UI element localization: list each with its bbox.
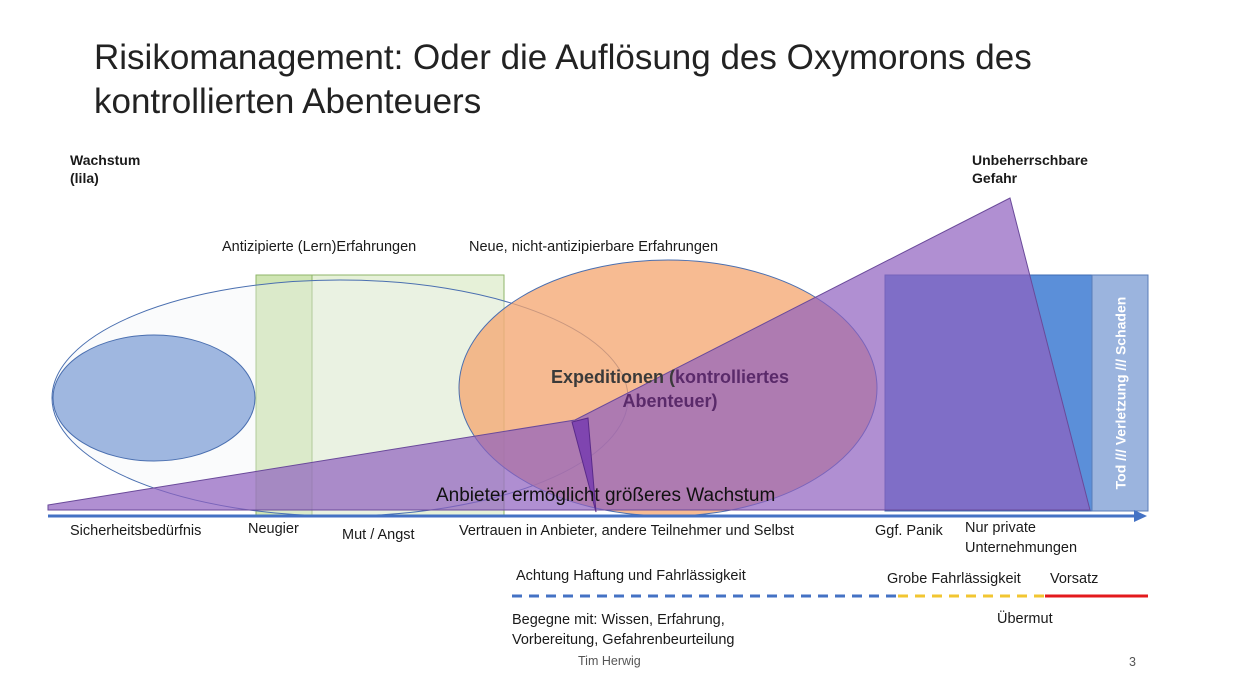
label-vorsatz: Vorsatz — [1050, 571, 1099, 587]
axis-label-panik: Ggf. Panik — [875, 523, 943, 539]
purple-spike — [571, 417, 597, 513]
axis-arrowhead — [1134, 510, 1147, 522]
axis-label-neugier: Neugier — [248, 521, 299, 537]
center-label-part-1: Expeditionen ( — [550, 367, 675, 387]
vertical-label: Tod /// Verletzung /// Schaden — [1112, 296, 1129, 490]
axis-label-private: Nur private Unternehmungen — [965, 518, 1077, 558]
axis-label-vertrauen: Vertrauen in Anbieter, andere Teilnehmer… — [459, 523, 795, 539]
center-label: Expeditionen (kontrolliertes Abenteuer) — [520, 365, 820, 413]
vertical-label-box: Tod /// Verletzung /// Schaden — [1092, 275, 1148, 511]
growth-label: Anbieter ermöglicht größeres Wachstum — [436, 485, 776, 506]
center-label-part-2: kontrolliertes — [674, 367, 790, 387]
label-gefahr: Unbeherrschbare Gefahr — [972, 151, 1088, 187]
purple-growth-wedge — [47, 197, 1091, 511]
header-neue: Neue, nicht-antizipierbare Erfahrungen — [469, 239, 719, 255]
label-uebermut: Übermut — [997, 611, 1053, 627]
label-begegne-line-1: Begegne mit: Wissen, Erfahrung, — [512, 612, 725, 628]
center-label-line-1: Expeditionen (kontrolliertes — [520, 365, 820, 389]
title-line-1: Risikomanagement: Oder die Auflösung des… — [94, 38, 1032, 77]
footer-author: Tim Herwig — [578, 654, 641, 668]
axis-label-sicherheit: Sicherheitsbedürfnis — [70, 523, 202, 539]
axis-label-mut: Mut / Angst — [342, 527, 415, 543]
axis-label-private-line-2: Unternehmungen — [965, 540, 1078, 556]
label-wachstum-line-1: Wachstum — [70, 152, 141, 168]
label-wachstum-line-2: (lila) — [70, 170, 99, 186]
blue-ellipse — [52, 334, 256, 462]
axis-label-private-line-1: Nur private — [965, 520, 1036, 536]
slide-title: Risikomanagement: Oder die Auflösung des… — [94, 36, 1144, 124]
label-grobe: Grobe Fahrlässigkeit — [887, 571, 1021, 587]
page-number: 3 — [1129, 655, 1136, 669]
label-gefahr-line-2: Gefahr — [972, 170, 1018, 186]
label-gefahr-line-1: Unbeherrschbare — [972, 152, 1088, 168]
damage-rect — [1091, 274, 1149, 512]
title-line-2: kontrollierten Abenteuers — [94, 82, 482, 121]
center-label-line-2: Abenteuer) — [622, 391, 718, 411]
header-antizipiert: Antizipierte (Lern)Erfahrungen — [222, 239, 417, 255]
label-wachstum: Wachstum (lila) — [70, 151, 140, 187]
label-achtung: Achtung Haftung und Fahrlässigkeit — [516, 568, 746, 584]
label-begegne-line-2: Vorbereitung, Gefahrenbeurteilung — [512, 632, 735, 648]
label-begegne: Begegne mit: Wissen, Erfahrung, Vorberei… — [512, 610, 735, 650]
